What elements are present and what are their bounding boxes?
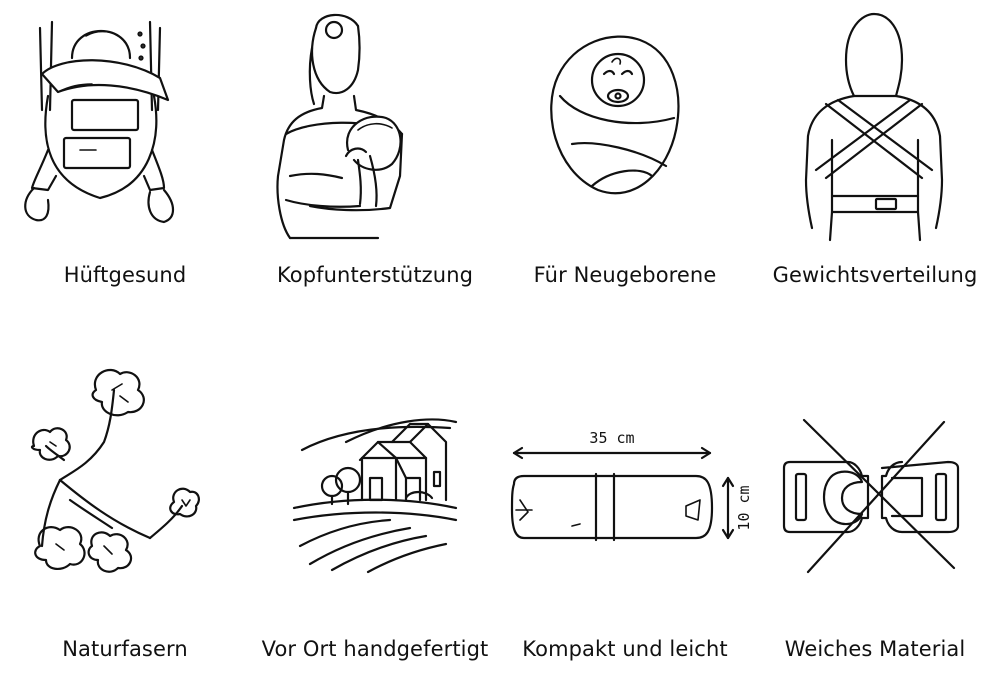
feature-soft-material: Weiches Material [750,350,1000,700]
weight-distribution-icon [804,12,944,242]
feature-label: Kompakt und leicht [522,637,728,661]
countryside-icon [292,418,458,574]
feature-label: Weiches Material [784,637,966,661]
feature-hip-healthy: Hüftgesund [0,0,250,350]
feature-weight-distribution: Gewichtsverteilung [750,0,1000,350]
feature-label: Naturfasern [62,637,188,661]
height-dimension-label: 10 cm [735,485,753,530]
feature-newborn: Für Neugeborene [500,0,750,350]
feature-natural-fibers: Naturfasern [0,350,250,700]
no-buckle-icon [782,418,960,574]
hip-healthy-icon [24,20,175,224]
cotton-plant-icon [30,368,200,573]
rolled-carrier-icon: 35 cm 10 cm [510,429,753,542]
feature-label: Kopfunterstützung [276,263,474,287]
head-support-icon [276,13,404,240]
feature-label: Vor Ort handgefertigt [261,637,489,661]
newborn-icon [550,35,680,195]
feature-label: Hüftgesund [63,263,187,287]
feature-label: Gewichtsverteilung [772,263,978,287]
feature-head-support: Kopfunterstützung [250,0,500,350]
feature-compact-light: 35 cm 10 cm Kompakt und leicht [500,350,753,700]
feature-label: Für Neugeborene [533,263,717,287]
feature-handmade-locally: Vor Ort handgefertigt [250,350,500,700]
width-dimension-label: 35 cm [589,429,634,447]
